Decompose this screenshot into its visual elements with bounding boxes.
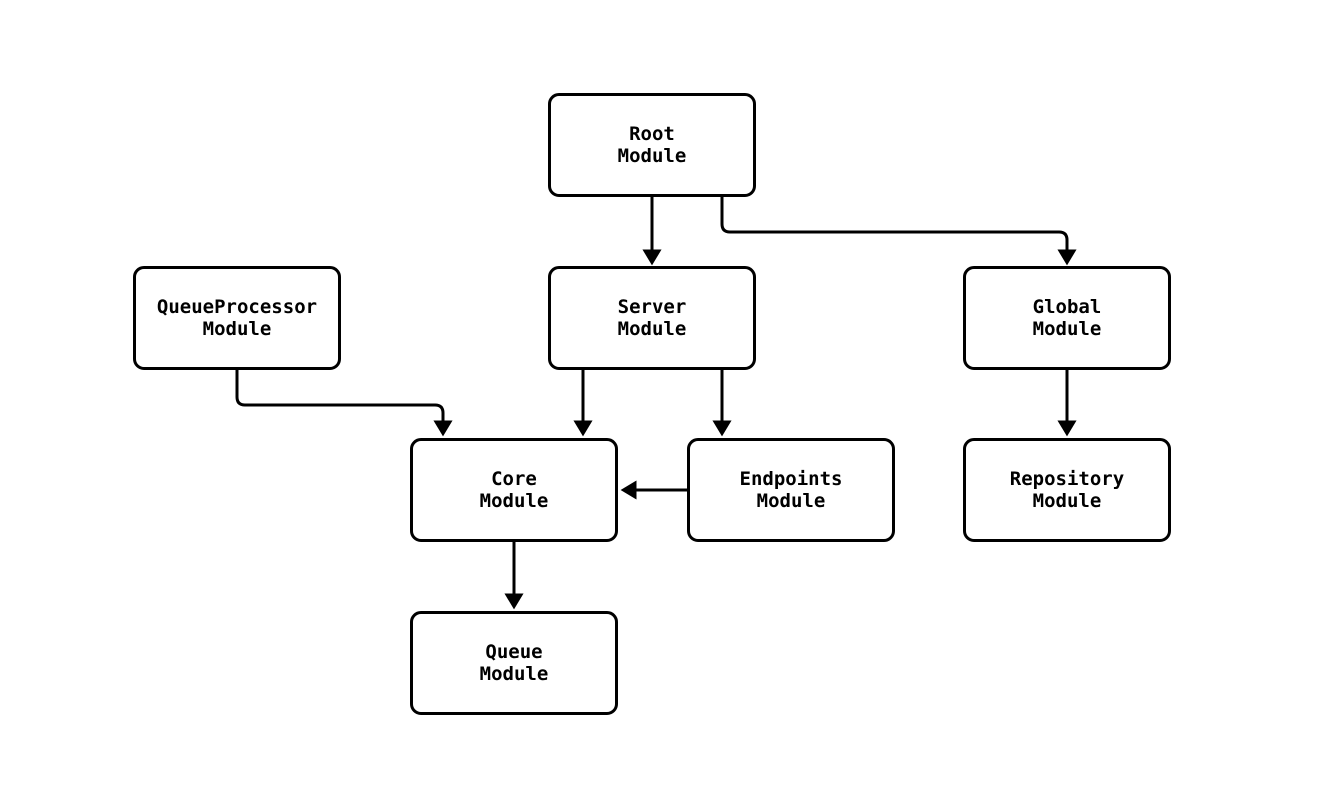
node-core-module-label: Core Module: [479, 468, 549, 512]
node-queue-module: Queue Module: [410, 611, 618, 715]
node-repository-module-label: Repository Module: [1009, 468, 1125, 512]
node-core-module: Core Module: [410, 438, 618, 542]
node-endpoints-module-label: Endpoints Module: [739, 468, 843, 512]
node-queue-module-label: Queue Module: [479, 641, 549, 685]
node-repository-module: Repository Module: [963, 438, 1171, 542]
node-server-module-label: Server Module: [617, 296, 687, 340]
node-queueprocessor-module-label: QueueProcessor Module: [156, 296, 318, 340]
node-global-module: Global Module: [963, 266, 1171, 370]
edge-root-to-global: [720, 197, 1077, 266]
edge-queueprocessor-to-core: [235, 370, 453, 437]
node-global-module-label: Global Module: [1032, 296, 1102, 340]
node-root-module: Root Module: [548, 93, 756, 197]
node-endpoints-module: Endpoints Module: [687, 438, 895, 542]
node-server-module: Server Module: [548, 266, 756, 370]
node-root-module-label: Root Module: [617, 123, 687, 167]
node-queueprocessor-module: QueueProcessor Module: [133, 266, 341, 370]
